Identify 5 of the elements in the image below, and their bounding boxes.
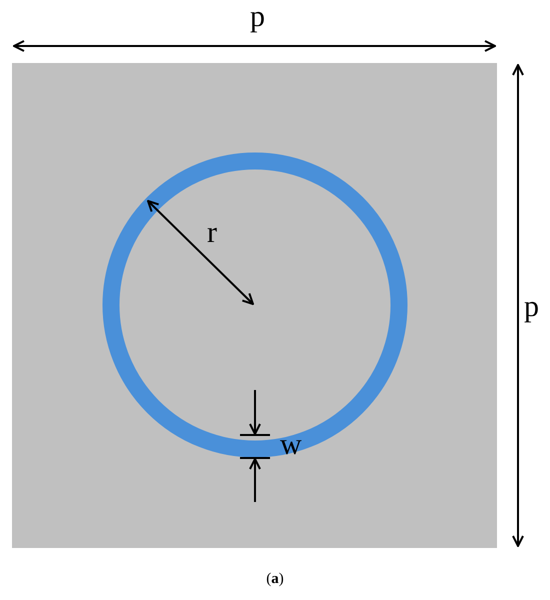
dimension-label: p <box>250 2 265 32</box>
dimension-label: w <box>280 430 302 460</box>
dimension-label: r <box>207 218 217 248</box>
dimension-label: p <box>524 292 539 322</box>
caption: (a) <box>266 570 284 589</box>
